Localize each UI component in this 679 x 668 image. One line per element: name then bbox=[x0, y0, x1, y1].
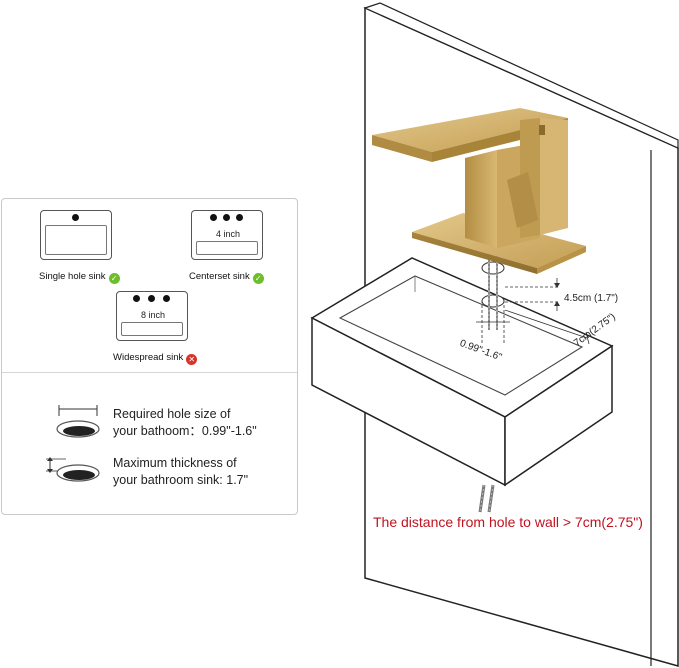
widespread-sink-icon: 8 inch bbox=[116, 291, 188, 341]
hole-size-icon bbox=[56, 405, 100, 438]
sink-type-label: Widespread sink bbox=[113, 352, 184, 363]
centerset-sink-icon: 4 inch bbox=[191, 210, 263, 260]
cross-icon: ✕ bbox=[186, 354, 198, 365]
sink-type-label: Single hole sink bbox=[39, 271, 106, 282]
faucet-hole bbox=[72, 214, 79, 221]
check-icon: ✓ bbox=[252, 273, 264, 284]
supply-hoses bbox=[478, 484, 495, 513]
faucet-hole bbox=[163, 295, 170, 302]
faucet-hole bbox=[223, 214, 230, 221]
widespread-sink-caption: Widespread sink✕ bbox=[113, 352, 198, 365]
dimension-lines bbox=[476, 278, 590, 345]
faucet bbox=[372, 108, 586, 274]
faucet-hole bbox=[210, 214, 217, 221]
compatibility-panel: Single hole sink✓ 4 inch Centerset sink✓… bbox=[1, 198, 298, 515]
hole-size-line1: Required hole size of bbox=[113, 407, 231, 421]
sink-type-label: Centerset sink bbox=[189, 271, 250, 282]
sink-thickness-icon bbox=[46, 457, 100, 482]
sink bbox=[310, 257, 614, 487]
thickness-line1: Maximum thickness of bbox=[113, 456, 237, 470]
faucet-hole bbox=[148, 295, 155, 302]
check-icon: ✓ bbox=[108, 273, 120, 284]
hole-size-requirement: Required hole size of your bathoom：0.99"… bbox=[113, 406, 257, 440]
sink-basin bbox=[121, 322, 183, 336]
hole-size-line2: your bathoom：0.99"-1.6" bbox=[113, 424, 257, 438]
wall-distance-note: The distance from hole to wall > 7cm(2.7… bbox=[373, 514, 643, 530]
thickness-requirement: Maximum thickness of your bathroom sink:… bbox=[113, 455, 248, 489]
faucet-hole bbox=[236, 214, 243, 221]
panel-divider bbox=[2, 372, 297, 373]
single-hole-sink-icon bbox=[40, 210, 112, 260]
centerset-sink-caption: Centerset sink✓ bbox=[189, 271, 264, 284]
spacing-label: 8 inch bbox=[140, 310, 166, 320]
faucet-hole bbox=[133, 295, 140, 302]
thickness-line2: your bathroom sink: 1.7" bbox=[113, 473, 249, 487]
sink-basin bbox=[45, 225, 107, 255]
single-hole-sink-caption: Single hole sink✓ bbox=[39, 271, 120, 284]
spacing-label: 4 inch bbox=[215, 229, 241, 239]
thickness-dimension-label: 4.5cm (1.7") bbox=[564, 293, 619, 304]
sink-basin bbox=[196, 241, 258, 255]
